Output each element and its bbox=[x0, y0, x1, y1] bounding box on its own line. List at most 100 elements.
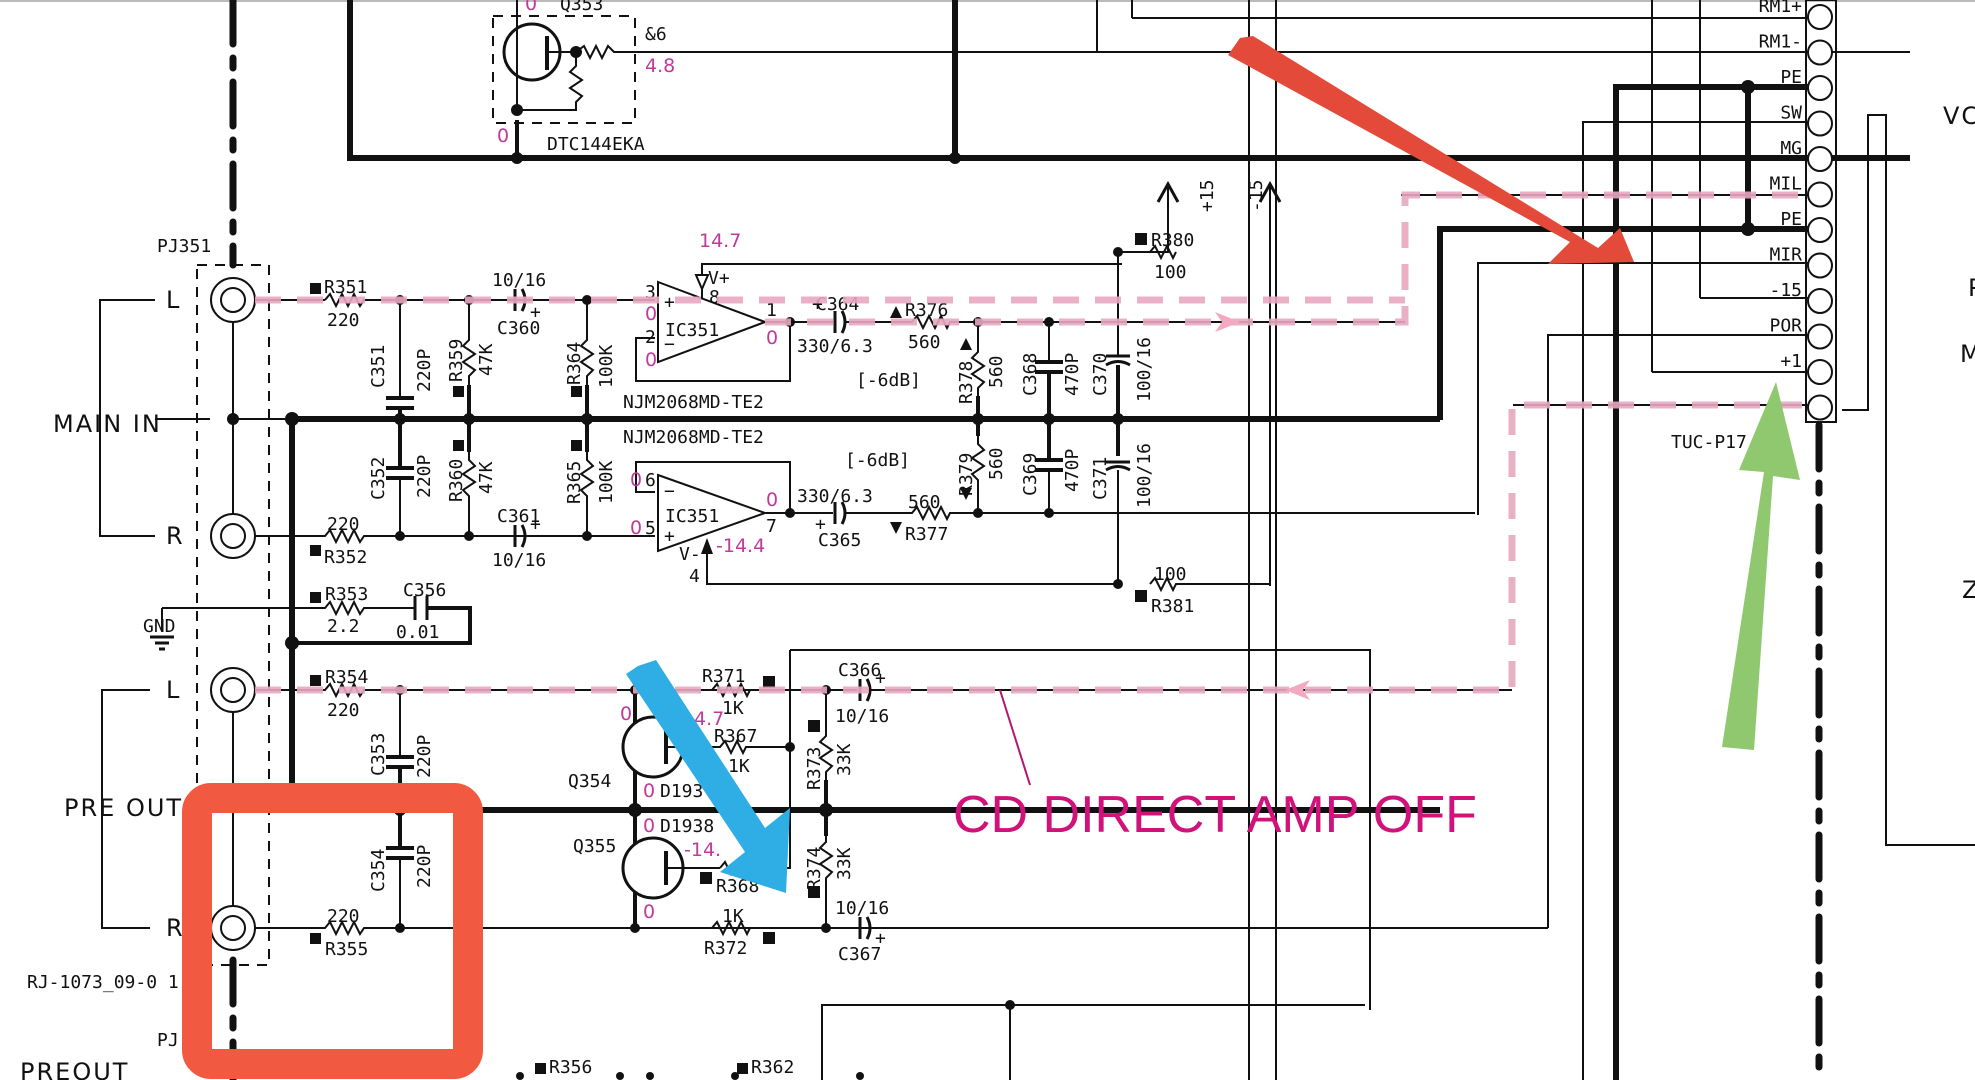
connector-pin bbox=[1807, 75, 1833, 101]
q353-v-top: 0 bbox=[525, 0, 537, 15]
c371-value: 100/16 bbox=[1134, 443, 1155, 508]
green-arrow-icon bbox=[1722, 382, 1800, 750]
bottom-wiring: R356 R362 bbox=[516, 1000, 1365, 1080]
ic351-a-pin3: 3 bbox=[645, 282, 656, 303]
c365-value: 330/6.3 bbox=[797, 486, 873, 507]
connector-pin-label: MIL bbox=[1769, 174, 1802, 195]
right-label-m: M bbox=[1960, 340, 1975, 368]
c361-ref: C361 bbox=[497, 506, 540, 527]
pj351-ref: PJ351 bbox=[157, 236, 211, 257]
ic351-b-v-supply: -14.4 bbox=[716, 535, 765, 557]
svg-text:+: + bbox=[664, 292, 675, 313]
pre-out-l-label: L bbox=[166, 676, 181, 704]
connector-pin bbox=[1807, 323, 1833, 350]
connector-pin bbox=[1807, 146, 1833, 172]
connector-pin bbox=[1807, 252, 1833, 279]
ic351-b-pin5: 5 bbox=[645, 518, 656, 539]
r351-ref: R351 bbox=[324, 277, 367, 298]
r376-value: 560 bbox=[908, 332, 941, 353]
blue-arrow-icon bbox=[626, 660, 790, 893]
c354-ref: C354 bbox=[368, 849, 389, 892]
connector-part: TUC-P17 1 bbox=[1671, 432, 1769, 453]
right-input-chain: 220 R352 C352 220P R360 47K + C361 10/16… bbox=[255, 419, 655, 571]
pre-out-r-label: R bbox=[166, 914, 185, 942]
rail-wiring bbox=[1096, 0, 1975, 1080]
r352-value: 220 bbox=[327, 514, 360, 535]
svg-text:+: + bbox=[875, 928, 886, 949]
svg-text:+: + bbox=[815, 514, 826, 535]
connector-pin bbox=[1807, 39, 1833, 66]
q355-v-top: 0 bbox=[643, 815, 655, 837]
ic351-a-part: NJM2068MD-TE2 bbox=[623, 392, 764, 413]
c356-value: 0.01 bbox=[396, 622, 439, 643]
connector-pin-label: MG bbox=[1780, 138, 1802, 159]
ic351-a-vplus-label: V+ bbox=[708, 268, 730, 289]
c352-ref: C352 bbox=[368, 457, 389, 500]
ic351-a-ref: IC351 bbox=[665, 320, 719, 341]
c369-value: 470P bbox=[1062, 448, 1083, 492]
q353-block: Q353 0 &6 4.8 0 DTC144EKA bbox=[347, 0, 1910, 164]
q353-part: DTC144EKA bbox=[547, 134, 645, 155]
ic351-b-v-plus: 0 bbox=[630, 517, 642, 539]
ic351-a-pin8: 8 bbox=[709, 287, 720, 308]
ic351-a-pin1: 1 bbox=[766, 300, 777, 321]
r356-ref: R356 bbox=[549, 1057, 592, 1078]
q355-ref: Q355 bbox=[573, 836, 616, 857]
pre-out-right-chain: 220 R355 C354 220P bbox=[255, 810, 1548, 960]
c356-ref: C356 bbox=[403, 580, 446, 601]
svg-text:+: + bbox=[812, 294, 823, 315]
pre-out-label: PRE OUT bbox=[64, 794, 183, 822]
r351-value: 220 bbox=[327, 310, 360, 331]
overlay-arrows bbox=[182, 36, 1800, 1079]
r367-ref: R367 bbox=[714, 726, 757, 747]
q355-v-bottom: 0 bbox=[643, 901, 655, 923]
connector-pin bbox=[1807, 288, 1833, 314]
c364-value: 330/6.3 bbox=[797, 336, 873, 357]
r379-value: 560 bbox=[986, 447, 1007, 480]
r372-value: 1K bbox=[722, 906, 744, 927]
q354-v-base: 4.7 bbox=[694, 708, 724, 730]
r371-value: 1K bbox=[722, 698, 744, 719]
ic351-b-ref: IC351 bbox=[665, 506, 719, 527]
r355-ref: R355 bbox=[325, 939, 368, 960]
ic351-b-pin4: 4 bbox=[689, 566, 700, 587]
c351-value: 220P bbox=[414, 348, 435, 392]
r359-ref: R359 bbox=[446, 339, 467, 382]
c366-ref: C366 bbox=[838, 660, 881, 681]
c369-ref: C369 bbox=[1020, 453, 1041, 496]
r377-value: 560 bbox=[908, 492, 941, 513]
ic351-b-v-out: 0 bbox=[766, 489, 778, 511]
supply-minus-15: -15 bbox=[1246, 179, 1267, 212]
svg-text:+: + bbox=[664, 526, 675, 547]
c368-value: 470P bbox=[1062, 352, 1083, 396]
r373-ref: R373 bbox=[804, 747, 825, 790]
preout-label: PREOUT bbox=[20, 1058, 129, 1080]
ic351-b-pin6: 6 bbox=[645, 470, 656, 491]
connector-pin-label: PE bbox=[1780, 209, 1802, 230]
c368-ref: C368 bbox=[1020, 353, 1041, 396]
r364-value: 100K bbox=[596, 344, 617, 388]
c360-value: 10/16 bbox=[492, 270, 546, 291]
r362-ref: R362 bbox=[751, 1057, 794, 1078]
connector-pin bbox=[1807, 110, 1833, 137]
c351-ref: C351 bbox=[368, 345, 389, 388]
jack-part-number: RJ-1073_09-0 1 bbox=[27, 972, 179, 993]
connector-pin bbox=[1807, 217, 1833, 243]
supply-plus-15: +15 bbox=[1197, 179, 1218, 212]
q353-pin-label: &6 bbox=[645, 24, 667, 45]
ic351-a-v-plus: 0 bbox=[645, 303, 657, 325]
left-input-chain: R351 220 C351 220P R359 47K + 10/16 C360… bbox=[255, 270, 655, 419]
r354-value: 220 bbox=[327, 700, 360, 721]
svg-text:−: − bbox=[664, 334, 675, 355]
opamp-ic351-b: − + IC351 6 5 0 0 0 7 V- 4 -14.4 NJM2068… bbox=[623, 427, 1122, 587]
connector-pin bbox=[1807, 394, 1833, 421]
ic351-b-part: NJM2068MD-TE2 bbox=[623, 427, 764, 448]
r352-ref: R352 bbox=[324, 547, 367, 568]
c354-value: 220P bbox=[414, 844, 435, 888]
main-in-r-label: R bbox=[166, 522, 185, 550]
connector-pin-label: MIR bbox=[1769, 245, 1802, 266]
main-in-label: MAIN IN bbox=[53, 410, 162, 438]
cd-direct-amp-off-label: CD DIRECT AMP OFF bbox=[953, 786, 1477, 844]
r365-value: 100K bbox=[596, 460, 617, 504]
